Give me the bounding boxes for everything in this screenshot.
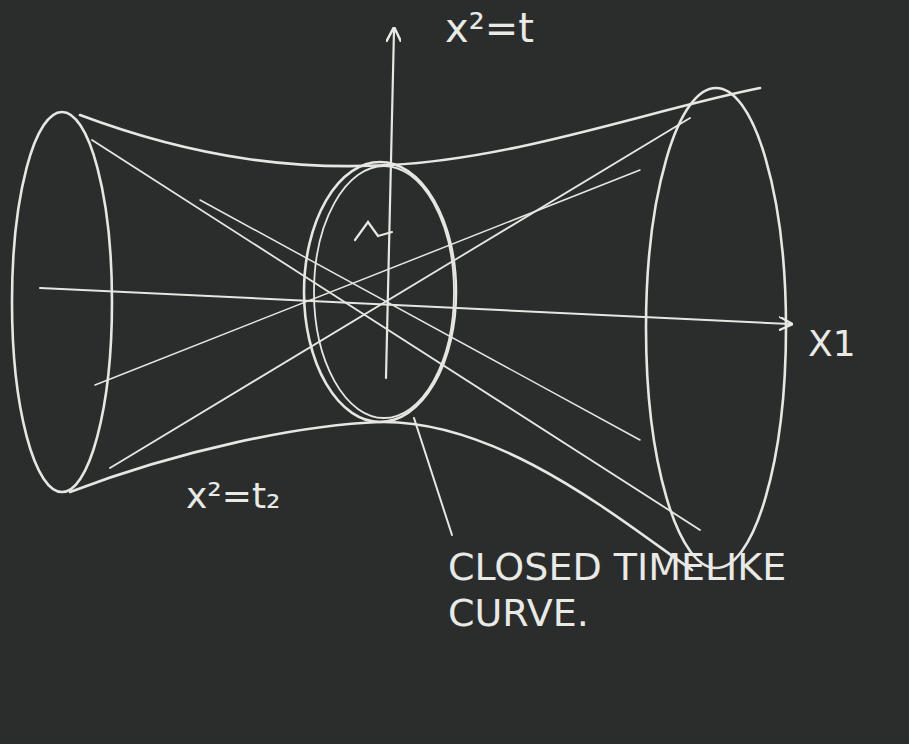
light-cone-line [95, 170, 640, 385]
leader-line [414, 418, 452, 535]
curve-label: CLOSED TIMELIKE CURVE. [448, 545, 888, 636]
closed-timelike-curve-inner [314, 166, 454, 418]
upper-outline [80, 88, 760, 166]
left-end-ellipse [12, 112, 112, 492]
x1-axis [40, 288, 790, 324]
light-cone-line [200, 200, 640, 440]
light-cone-line [92, 140, 700, 530]
curve-arrow-mark [355, 222, 392, 240]
time-axis [386, 30, 394, 378]
axis-label: x²=t [445, 4, 534, 52]
axis-label: X1 [808, 322, 856, 365]
closed-timelike-curve [304, 162, 456, 422]
light-cone-line [110, 118, 690, 468]
axis-label: x²=t₂ [186, 474, 280, 517]
right-end-ellipse [646, 88, 786, 568]
